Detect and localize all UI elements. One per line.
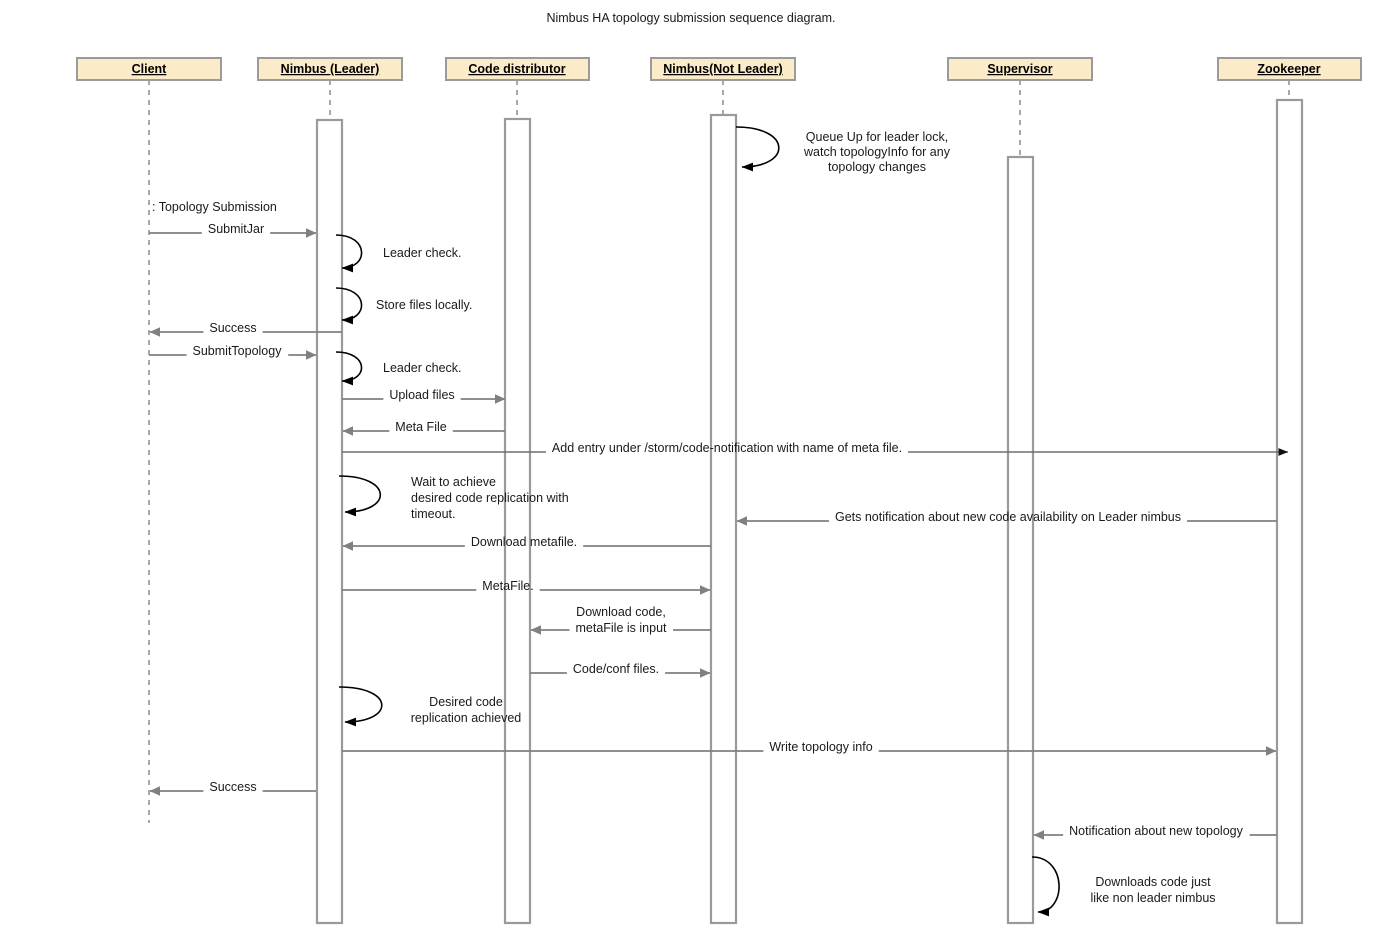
- activation-bar-supervisor: [1006, 155, 1035, 925]
- participant-client[interactable]: Client: [76, 57, 222, 81]
- participant-label-zookeeper: Zookeeper: [1257, 62, 1320, 76]
- message-label-success-1: Success: [209, 321, 256, 335]
- message-notification-new-topology: Notification about new topology: [1033, 824, 1277, 840]
- message-label-code-conf-files: Code/conf files.: [573, 662, 659, 676]
- participant-label-client: Client: [132, 62, 168, 76]
- message-download-code: Download code,metaFile is input: [530, 605, 711, 635]
- message-label-meta-file: Meta File: [395, 420, 446, 434]
- message-label-metafile: MetaFile.: [482, 579, 533, 593]
- message-label-gets-notification: Gets notification about new code availab…: [835, 510, 1181, 524]
- self-arrow-wait-code-replication: [338, 475, 382, 517]
- participant-nimbus_nl[interactable]: Nimbus(Not Leader): [650, 57, 796, 81]
- message-write-topology: Write topology info: [342, 740, 1277, 756]
- message-code-conf-files: Code/conf files.: [530, 662, 711, 678]
- message-label-success-2: Success: [209, 780, 256, 794]
- message-upload-files: Upload files: [342, 388, 506, 404]
- participant-supervisor[interactable]: Supervisor: [947, 57, 1093, 81]
- participant-label-nimbus_nl: Nimbus(Not Leader): [663, 62, 782, 76]
- participant-box-code_dist[interactable]: [445, 57, 590, 81]
- participant-box-nimbus_nl[interactable]: [650, 57, 796, 81]
- self-arrow-queue-up-leader-lock: [735, 126, 780, 172]
- activation-bar-nimbus_leader: [315, 118, 344, 925]
- participant-label-nimbus_leader: Nimbus (Leader): [281, 62, 380, 76]
- message-gets-notification: Gets notification about new code availab…: [736, 510, 1277, 526]
- self-message-label-leader-check-1: Leader check.: [383, 246, 462, 260]
- participant-code_dist[interactable]: Code distributor: [445, 57, 590, 81]
- self-message-label-store-files-locally: Store files locally.: [376, 298, 472, 312]
- notes-layer: : Topology Submission: [152, 200, 277, 214]
- self-message-leader-check-2: Leader check.: [335, 351, 462, 386]
- message-label-add-entry-znode: Add entry under /storm/code-notification…: [552, 441, 902, 455]
- self-message-label-queue-up-leader-lock: Queue Up for leader lock,watch topologyI…: [803, 130, 951, 174]
- self-message-leader-check-1: Leader check.: [335, 234, 462, 273]
- self-arrow-downloads-code-like-nimbus: [1031, 856, 1060, 917]
- message-meta-file: Meta File: [342, 420, 505, 436]
- participant-nimbus_leader[interactable]: Nimbus (Leader): [257, 57, 403, 81]
- self-message-store-files-locally: Store files locally.: [335, 287, 472, 325]
- page-title: Nimbus HA topology submission sequence d…: [546, 11, 835, 25]
- message-submit-jar: SubmitJar: [149, 222, 317, 238]
- message-label-write-topology: Write topology info: [769, 740, 872, 754]
- message-download-metafile: Download metafile.: [342, 535, 711, 551]
- participant-box-nimbus_leader[interactable]: [257, 57, 403, 81]
- message-submit-topology: SubmitTopology: [149, 344, 317, 360]
- participant-label-code_dist: Code distributor: [468, 62, 565, 76]
- message-add-entry-znode: Add entry under /storm/code-notification…: [342, 441, 1289, 456]
- message-metafile: MetaFile.: [342, 579, 711, 595]
- self-arrow-store-files-locally: [335, 287, 363, 325]
- self-arrow-desired-replication-achieved: [338, 686, 383, 727]
- message-label-download-code: Download code,metaFile is input: [575, 605, 667, 635]
- participant-box-zookeeper[interactable]: [1217, 57, 1362, 81]
- self-message-queue-up-leader-lock: Queue Up for leader lock,watch topologyI…: [735, 126, 951, 174]
- participant-box-client[interactable]: [76, 57, 222, 81]
- activation-bar-nimbus_nl: [709, 113, 738, 925]
- participant-box-supervisor[interactable]: [947, 57, 1093, 81]
- activation-bar-code_dist: [503, 117, 532, 925]
- activation-bar-zookeeper: [1275, 98, 1304, 925]
- message-label-download-metafile: Download metafile.: [471, 535, 577, 549]
- self-messages-layer: Queue Up for leader lock,watch topologyI…: [335, 126, 1216, 917]
- participant-headers-layer: Client Nimbus (Leader) Code distributor Nim…: [76, 57, 1362, 81]
- message-label-notification-new-topology: Notification about new topology: [1069, 824, 1243, 838]
- self-message-label-leader-check-2: Leader check.: [383, 361, 462, 375]
- participant-zookeeper[interactable]: Zookeeper: [1217, 57, 1362, 81]
- self-arrow-leader-check-2: [335, 351, 363, 386]
- message-label-upload-files: Upload files: [389, 388, 454, 402]
- lifelines-layer: [148, 80, 1304, 925]
- message-label-submit-jar: SubmitJar: [208, 222, 264, 236]
- message-success-2: Success: [149, 780, 316, 796]
- message-success-1: Success: [149, 321, 342, 337]
- message-label-submit-topology: SubmitTopology: [193, 344, 283, 358]
- topology-submission-note: : Topology Submission: [152, 200, 277, 214]
- self-arrow-leader-check-1: [335, 234, 363, 273]
- participant-label-supervisor: Supervisor: [987, 62, 1052, 76]
